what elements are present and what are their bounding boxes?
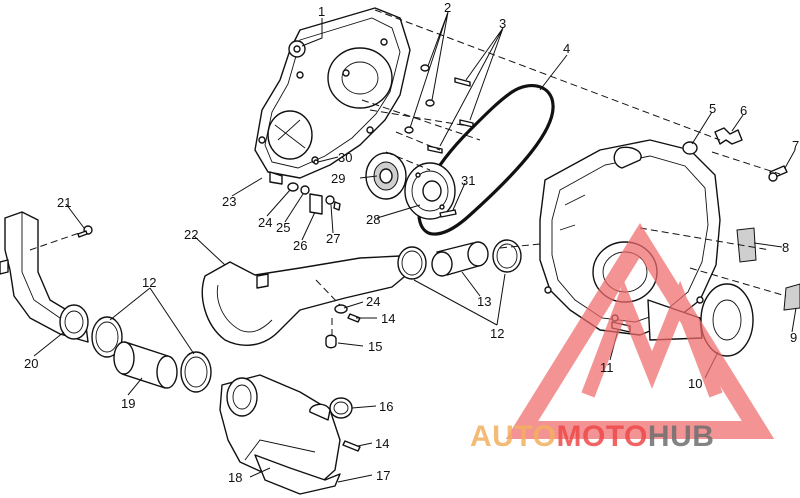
callout-29: 29 bbox=[331, 171, 345, 186]
callout-2: 2 bbox=[444, 0, 451, 15]
callout-7: 7 bbox=[792, 138, 799, 153]
callout-4: 4 bbox=[563, 41, 570, 56]
callout-5: 5 bbox=[709, 101, 716, 116]
callout-8: 8 bbox=[782, 240, 789, 255]
svg-text:AUTOMOTOHUB: AUTOMOTOHUB bbox=[470, 420, 714, 453]
callout-24-upper: 24 bbox=[258, 215, 272, 230]
callout-24-lower: 24 bbox=[366, 294, 380, 309]
intake-tube-part-20 bbox=[0, 211, 89, 343]
callout-12-upper: 12 bbox=[142, 275, 156, 290]
bolts-washers-part-2-3 bbox=[404, 64, 474, 154]
coupler-part-19 bbox=[113, 341, 178, 389]
callout-3: 3 bbox=[499, 16, 506, 31]
callout-28: 28 bbox=[366, 212, 380, 227]
callout-19: 19 bbox=[121, 396, 135, 411]
callout-30: 30 bbox=[338, 150, 352, 165]
decal-part-8 bbox=[736, 227, 757, 263]
watermark-part-auto: AUTO bbox=[470, 420, 556, 453]
screw-part-14-lower bbox=[342, 440, 361, 452]
watermark-part-moto: MOTO bbox=[556, 420, 647, 453]
clamp-part-12-upper-left bbox=[397, 246, 427, 280]
air-box-cover-part-17 bbox=[254, 454, 341, 495]
callout-25: 25 bbox=[276, 220, 290, 235]
callout-22: 22 bbox=[184, 227, 198, 242]
callout-17: 17 bbox=[376, 468, 390, 483]
fasteners-part-14-15-24 bbox=[325, 304, 361, 349]
clamp-part-16 bbox=[329, 397, 353, 419]
clamp-part-12-lower-right bbox=[180, 351, 212, 393]
screw-part-31 bbox=[439, 209, 457, 218]
screw-part-7 bbox=[768, 165, 788, 182]
coupler-part-13 bbox=[431, 241, 489, 277]
callout-11: 11 bbox=[600, 360, 614, 375]
seal-part-29 bbox=[365, 152, 407, 200]
callout-6: 6 bbox=[740, 103, 747, 118]
bearing-part-28 bbox=[404, 162, 456, 220]
washer-part-1 bbox=[288, 40, 306, 58]
callout-12-lower: 12 bbox=[490, 326, 504, 341]
drive-belt-part-4 bbox=[417, 83, 555, 236]
screw-part-21 bbox=[77, 225, 93, 238]
callout-16: 16 bbox=[379, 399, 393, 414]
clip-part-6 bbox=[714, 127, 743, 145]
callout-14-upper: 14 bbox=[381, 311, 395, 326]
callout-26: 26 bbox=[293, 238, 307, 253]
fasteners-part-24-27 bbox=[287, 159, 341, 215]
callout-13: 13 bbox=[477, 294, 491, 309]
clamp-part-12-lower-left bbox=[91, 316, 123, 358]
callout-14-lower: 14 bbox=[375, 436, 389, 451]
callout-31: 31 bbox=[461, 173, 475, 188]
air-box-part-18 bbox=[219, 374, 341, 489]
clamp-part-12-upper-right bbox=[492, 239, 522, 273]
callout-15: 15 bbox=[368, 339, 382, 354]
callout-27: 27 bbox=[326, 231, 340, 246]
callout-23: 23 bbox=[222, 194, 236, 209]
callout-10: 10 bbox=[688, 376, 702, 391]
callout-20: 20 bbox=[24, 356, 38, 371]
watermark-logo bbox=[505, 222, 775, 439]
callout-labels: 1 2 3 4 5 6 7 8 9 10 11 12 12 13 14 14 1… bbox=[24, 0, 799, 485]
watermark-part-hub: HUB bbox=[648, 420, 715, 453]
decal-part-9 bbox=[783, 283, 800, 311]
callout-18: 18 bbox=[228, 470, 242, 485]
callout-1: 1 bbox=[318, 4, 325, 19]
watermark-text: AUTOMOTOHUB bbox=[470, 420, 714, 453]
callout-21: 21 bbox=[57, 195, 71, 210]
callout-9: 9 bbox=[790, 330, 797, 345]
